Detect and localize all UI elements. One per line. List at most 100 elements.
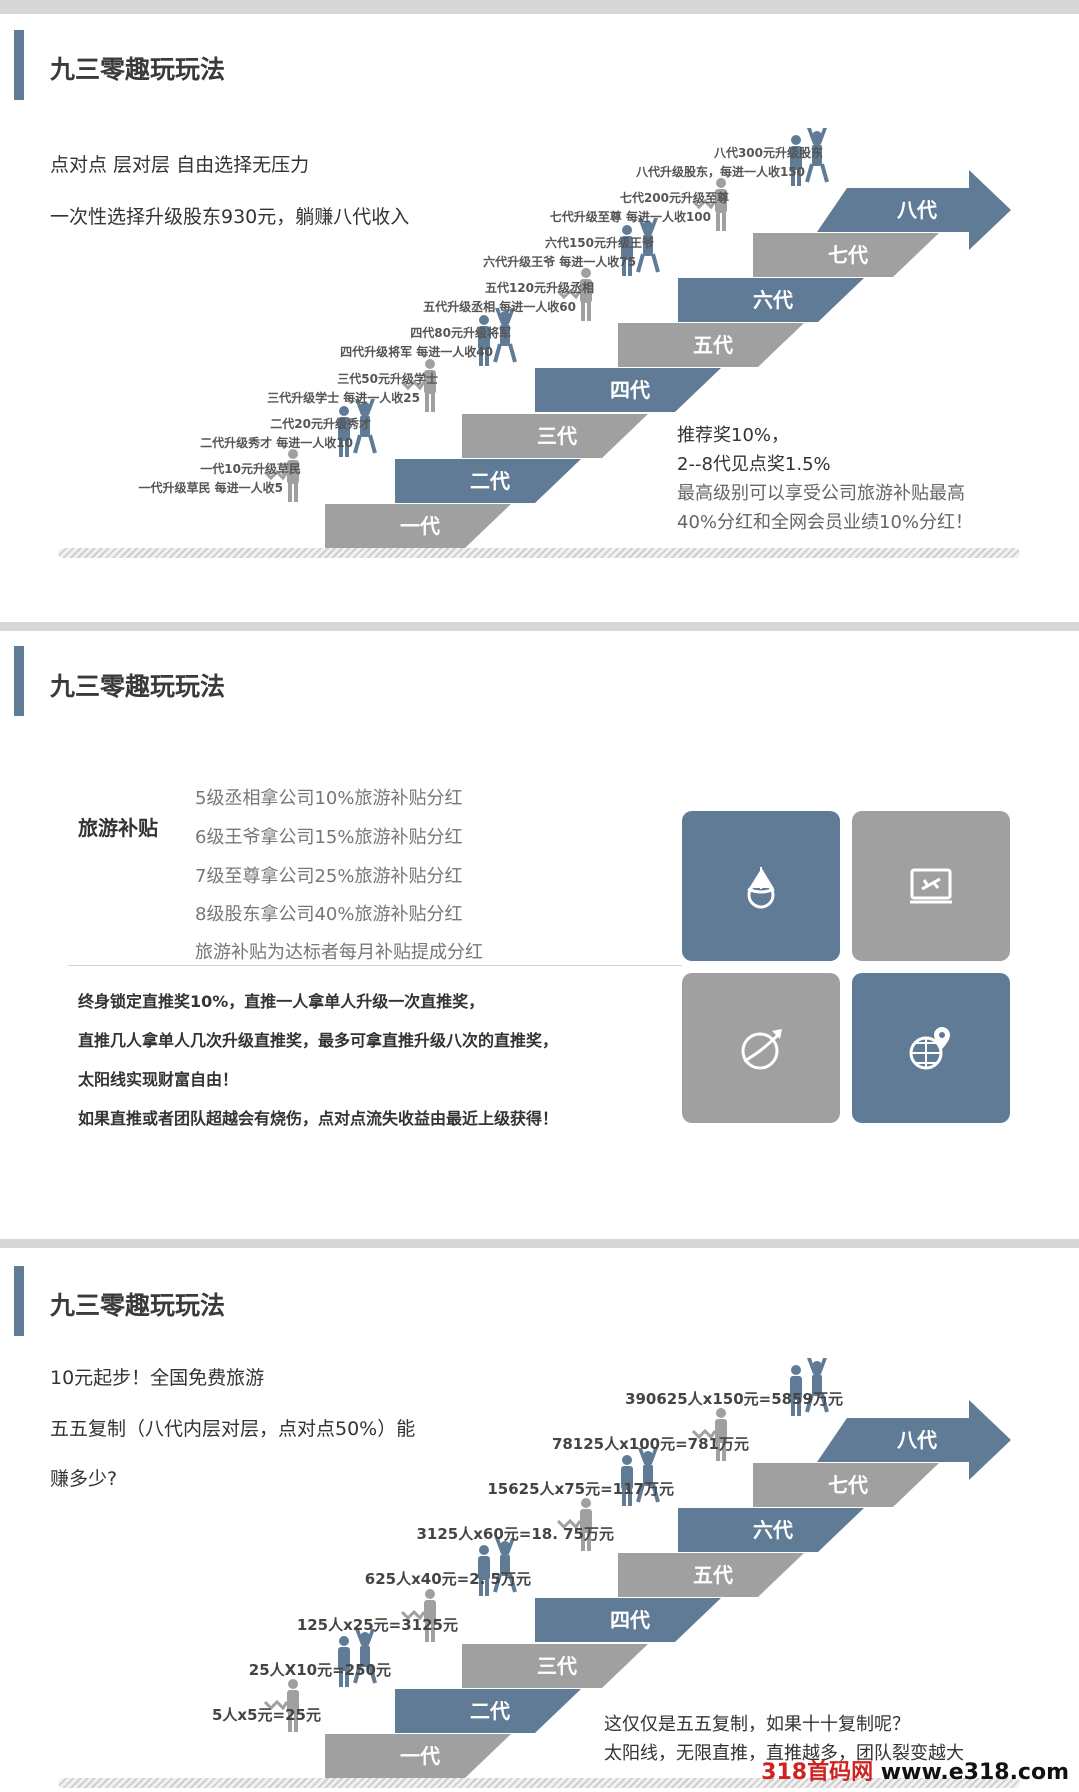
earnings-label: 3125人x60元=18. 75万元 [416, 1525, 614, 1543]
ship-globe-tile [682, 811, 840, 961]
cheering-people-icon [790, 128, 829, 186]
divider [68, 965, 682, 966]
note-line: 推荐奖10%， [677, 425, 790, 446]
level-label: 四代80元升级将军 [410, 326, 511, 340]
section-title: 九三零趣玩玩法 [50, 1291, 226, 1320]
intro-text: 10元起步！全国免费旅游 [50, 1367, 265, 1389]
step-label: 七代 [828, 243, 868, 267]
step-block [462, 1644, 648, 1688]
step-label: 三代 [537, 1654, 577, 1678]
subsidy-item: 5级丞相拿公司10%旅游补贴分红 [195, 788, 463, 809]
level-label: 七代200元升级至尊 [619, 191, 729, 205]
subsidy-item: 8级股东拿公司40%旅游补贴分红 [195, 904, 463, 925]
section-title: 九三零趣玩玩法 [50, 672, 226, 701]
globe-plane-icon [741, 1029, 782, 1070]
reward-note: 推荐奖10%， 2--8代见点奖1.5% 最高级别可以享受公司旅游补贴最高 40… [677, 421, 973, 537]
intro-text: 一次性选择升级股东930元，躺赚八代收入 [50, 206, 410, 228]
step-label: 七代 [828, 1473, 868, 1497]
level-label: 三代50元升级学士 [337, 372, 438, 386]
note-line: 太阳线，无限直推，直推越多，团队裂变越大 [604, 1743, 964, 1764]
note-line: 2--8代见点奖1.5% [677, 454, 831, 475]
step-label: 八代 [897, 1428, 937, 1452]
bonus-rule-line: 太阳线实现财富自由！ [78, 1070, 239, 1089]
intro-text: 点对点 层对层 自由选择无压力 [50, 154, 310, 176]
cheering-people-icon [478, 308, 517, 366]
level-income-label: 二代升级秀才 每进一人收10 [200, 436, 353, 450]
cheering-people-icon [478, 1538, 517, 1596]
section-replication-earnings: 九三零趣玩玩法 10元起步！全国免费旅游 五五复制（八代内层对层，点对点50%）… [0, 1248, 1079, 1792]
note-line: 这仅仅是五五复制，如果十十复制呢？ [604, 1714, 910, 1735]
step-label: 四代 [610, 378, 650, 402]
level-label: 一代10元升级草民 [200, 462, 301, 476]
bonus-rule-line: 终身锁定直推奖10%，直推一人拿单人升级一次直推奖， [78, 992, 485, 1011]
globe-pin-tile [852, 973, 1010, 1123]
globe-plane-tile [682, 973, 840, 1123]
intro-text: 赚多少? [50, 1468, 118, 1490]
step-label: 一代 [400, 514, 440, 538]
monitor-plane-tile [852, 811, 1010, 961]
pointing-person-icon [691, 1408, 727, 1461]
cheering-people-icon [338, 399, 377, 457]
monitor-plane-icon [910, 868, 952, 904]
step-block [395, 459, 581, 503]
section-separator [0, 1239, 1079, 1248]
level-income-label: 三代升级学士 每进一人收25 [267, 391, 420, 405]
step-label: 六代 [753, 1518, 793, 1542]
step-label: 二代 [470, 469, 510, 493]
title-accent-bar [14, 1266, 24, 1336]
pointing-person-icon [691, 178, 727, 231]
earnings-label: 25人X10元=250元 [248, 1661, 391, 1679]
step-block [678, 278, 864, 322]
step-block [618, 1553, 804, 1597]
level-label: 八代300元升级股东 [713, 146, 823, 160]
ground-line [58, 548, 1020, 558]
step-block [462, 414, 648, 458]
earnings-label: 125人x25元=3125元 [296, 1616, 458, 1634]
earnings-label: 390625人x150元=5859万元 [625, 1390, 843, 1408]
step-block [535, 1598, 721, 1642]
section-travel-subsidy: 九三零趣玩玩法 旅游补贴 5级丞相拿公司10%旅游补贴分红 6级王爷拿公司15%… [0, 631, 1079, 1239]
level-label: 六代150元升级王爷 [544, 236, 654, 250]
pointing-person-icon [263, 1679, 299, 1732]
level-income-label: 七代升级至尊 每进一人收100 [549, 210, 711, 224]
pointing-person-icon [400, 359, 436, 412]
watermark-cn: 首码网 [807, 1760, 874, 1785]
globe-pin-icon [909, 1027, 950, 1070]
section-separator [0, 622, 1079, 631]
ship-globe-icon [747, 867, 775, 909]
step-block [753, 233, 939, 277]
title-accent-bar [14, 30, 24, 100]
step-label: 六代 [753, 288, 793, 312]
level-income-label: 一代升级草民 每进一人收5 [138, 481, 283, 495]
subsidy-item: 6级王爷拿公司15%旅游补贴分红 [195, 827, 463, 848]
level-income-label: 六代升级王爷 每进一人收75 [483, 255, 636, 269]
cheering-people-icon [338, 1629, 377, 1687]
section-staircase-levels: 九三零趣玩玩法 点对点 层对层 自由选择无压力 一次性选择升级股东930元，躺赚… [0, 0, 1079, 622]
note-line: 40%分红和全网会员业绩10%分红！ [677, 512, 974, 533]
step-block [678, 1508, 864, 1552]
level-income-label: 四代升级将军 每进一人收40 [340, 345, 493, 359]
level-income-label: 八代升级股东，每进一人收150 [635, 165, 805, 179]
subsidy-item: 旅游补贴为达标者每月补贴提成分红 [195, 942, 483, 963]
title-accent-bar [14, 646, 24, 716]
cheering-people-icon [790, 1358, 829, 1416]
step-block [535, 368, 721, 412]
cheering-people-icon [621, 1448, 660, 1506]
step-label: 一代 [400, 1744, 440, 1768]
earnings-label: 625人x40元=2. 5万元 [364, 1570, 531, 1588]
cheering-people-icon [621, 218, 660, 276]
bonus-rule-line: 如果直推或者团队超越会有烧伤，点对点流失收益由最近上级获得！ [78, 1109, 559, 1128]
step-block [817, 170, 1011, 250]
bonus-rule-line: 直推几人拿单人几次升级直推奖，最多可拿直推升级八次的直推奖， [78, 1031, 559, 1050]
top-separator [0, 0, 1079, 14]
watermark-num: 318 [761, 1760, 808, 1785]
earnings-label: 5人x5元=25元 [212, 1706, 321, 1724]
site-watermark: 318首码网 www.e318.com [761, 1754, 1069, 1786]
intro-text: 五五复制（八代内层对层，点对点50%）能 [50, 1418, 416, 1440]
step-label: 三代 [537, 424, 577, 448]
subsidy-heading: 旅游补贴 [78, 816, 158, 840]
subsidy-item: 7级至尊拿公司25%旅游补贴分红 [195, 866, 463, 887]
pointing-person-icon [556, 268, 592, 321]
